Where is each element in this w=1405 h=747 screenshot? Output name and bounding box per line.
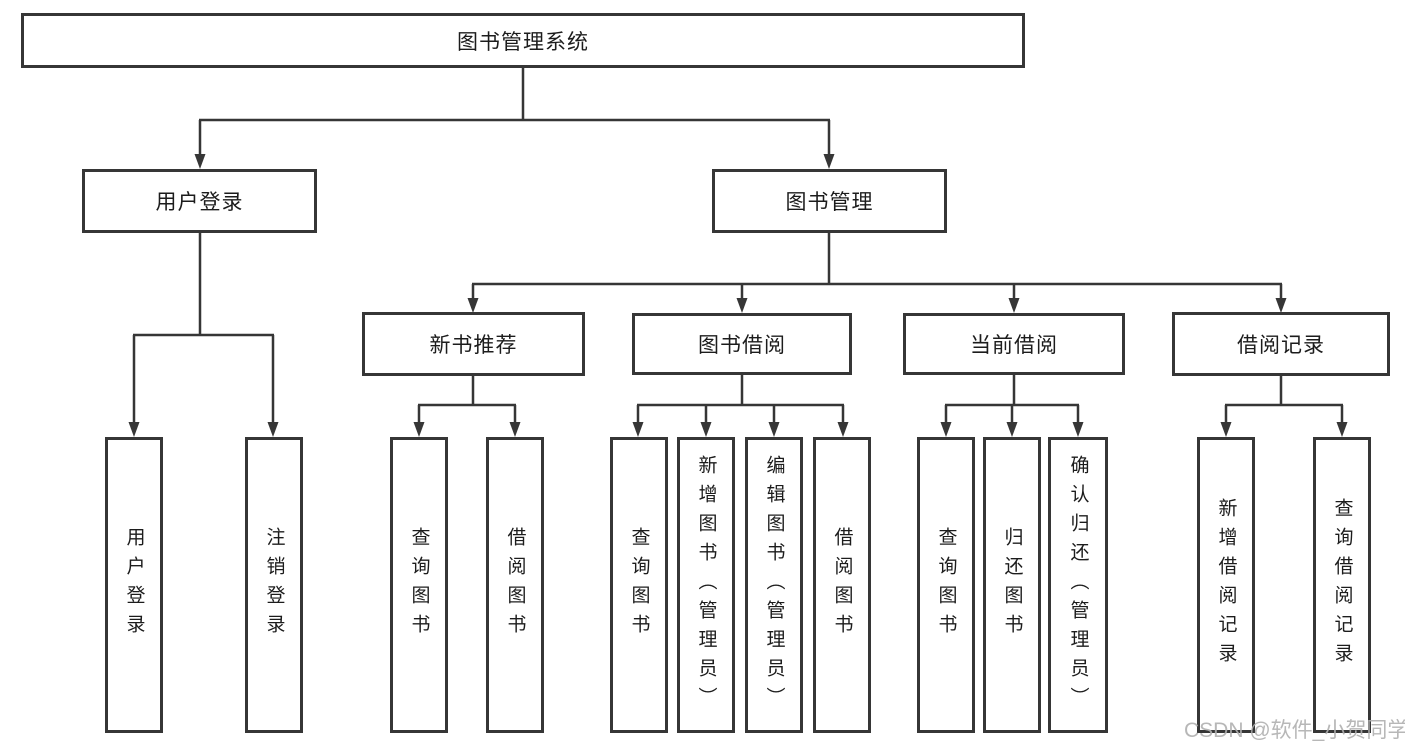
leaf-borrow-books-2: 借阅图书 — [813, 437, 871, 733]
leaf-query-books-3: 查询图书 — [917, 437, 975, 733]
node-user-login: 用户登录 — [82, 169, 317, 233]
leaf-logout: 注销登录 — [245, 437, 303, 733]
leaf-borrow-books-1: 借阅图书 — [486, 437, 544, 733]
leaf-query-books-1: 查询图书 — [390, 437, 448, 733]
arrowhead — [837, 422, 849, 437]
leaf-query-books-2: 查询图书 — [610, 437, 668, 733]
arrowhead — [1006, 422, 1018, 437]
arrowhead — [467, 298, 479, 313]
connector — [198, 67, 831, 156]
arrowhead — [1275, 298, 1287, 313]
arrowhead — [736, 298, 748, 313]
node-current-borrowing: 当前借阅 — [903, 313, 1125, 375]
leaf-add-borrow-record: 新增借阅记录 — [1197, 437, 1255, 733]
arrowhead — [128, 422, 140, 437]
leaf-query-borrow-record: 查询借阅记录 — [1313, 437, 1371, 733]
node-borrowing-records: 借阅记录 — [1172, 312, 1390, 376]
connector — [417, 376, 517, 424]
arrowhead — [509, 422, 521, 437]
leaf-edit-books-admin: 编辑图书（管理员） — [745, 437, 803, 733]
node-root-library-system: 图书管理系统 — [21, 13, 1025, 68]
node-new-book-recommend: 新书推荐 — [362, 312, 585, 376]
leaf-user-login: 用户登录 — [105, 437, 163, 733]
leaf-confirm-return-admin: 确认归还（管理员） — [1048, 437, 1108, 733]
arrowhead — [768, 422, 780, 437]
csdn-watermark: CSDN @软件_小贺同学 — [1184, 719, 1405, 742]
node-book-borrowing: 图书借阅 — [632, 313, 852, 375]
connector — [636, 375, 845, 424]
arrowhead — [1220, 422, 1232, 437]
arrowhead — [1336, 422, 1348, 437]
node-book-management: 图书管理 — [712, 169, 947, 233]
arrowhead — [940, 422, 952, 437]
leaf-add-books-admin: 新增图书（管理员） — [677, 437, 735, 733]
arrowhead — [632, 422, 644, 437]
connector — [132, 233, 275, 424]
connector — [944, 375, 1080, 424]
arrowhead — [1072, 422, 1084, 437]
leaf-return-books: 归还图书 — [983, 437, 1041, 733]
arrowhead — [1008, 298, 1020, 313]
arrowhead — [194, 154, 206, 169]
connector — [471, 233, 1283, 300]
arrowhead — [823, 154, 835, 169]
arrowhead — [267, 422, 279, 437]
arrowhead — [413, 422, 425, 437]
connector — [1224, 376, 1344, 424]
arrowhead — [700, 422, 712, 437]
